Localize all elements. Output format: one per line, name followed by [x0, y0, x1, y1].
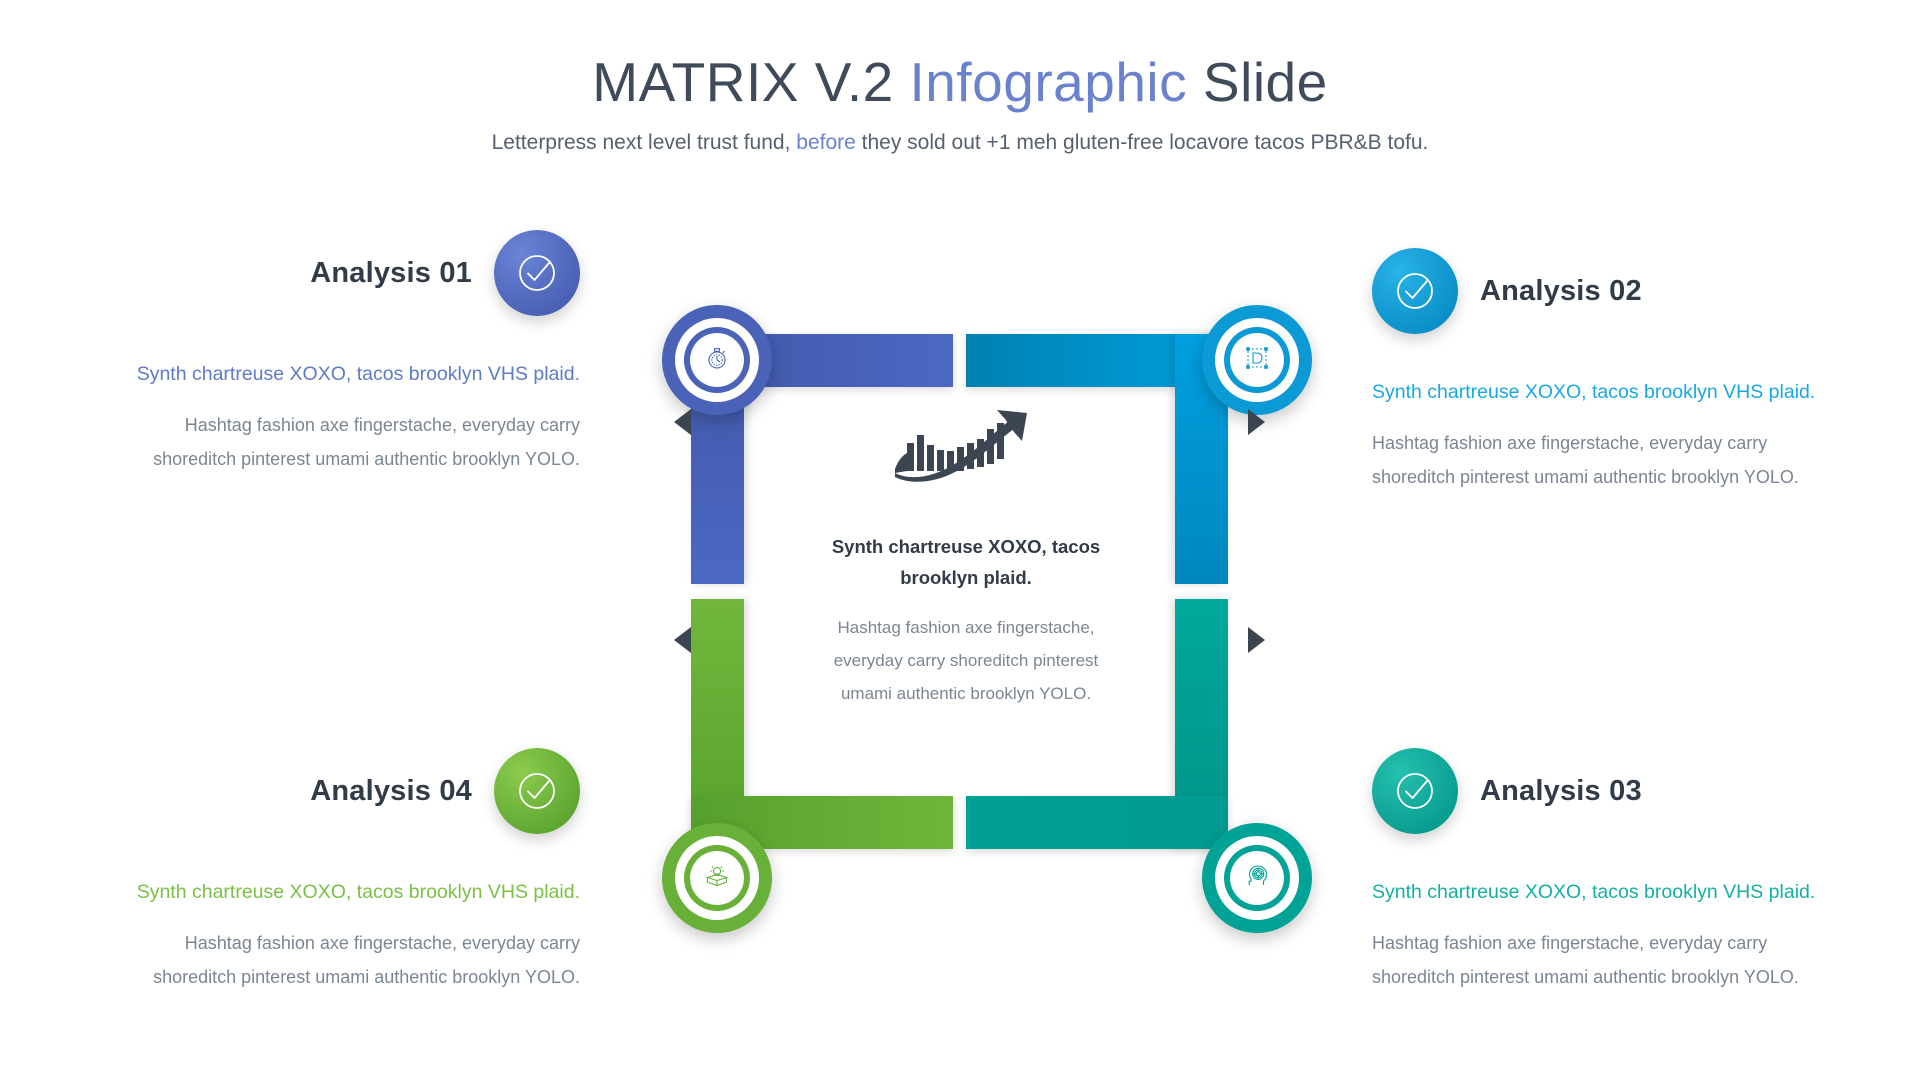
arrow-left-top-icon[interactable] [674, 409, 691, 435]
node-top-right-ring-outer [1215, 318, 1299, 402]
arrow-right-bottom-icon[interactable] [1248, 627, 1265, 653]
title-part-1: MATRIX V.2 [592, 51, 910, 113]
node-top-left-core [690, 333, 744, 387]
analysis-03-badge[interactable] [1372, 748, 1458, 834]
stopwatch-icon [703, 344, 731, 377]
head-maze-brain-icon [1243, 862, 1271, 895]
matrix-diagram: Synth chartreuse XOXO, tacos brooklyn pl… [636, 272, 1312, 933]
center-body: Hashtag fashion axe fingerstache, everyd… [833, 618, 1099, 704]
analysis-02-title: Analysis 02 [1480, 274, 1642, 307]
node-top-left[interactable] [662, 305, 772, 415]
vector-design-icon [1243, 344, 1271, 377]
node-top-right-ring-inner [1224, 327, 1290, 393]
node-top-right[interactable] [1202, 305, 1312, 415]
page-title: MATRIX V.2 Infographic Slide [0, 52, 1920, 113]
analysis-block-04[interactable]: Analysis 04 Synth chartreuse XOXO, tacos… [110, 748, 580, 995]
subtitle-part-1: Letterpress next level trust fund, [491, 130, 797, 154]
node-top-left-ring-outer [675, 318, 759, 402]
analysis-01-head: Analysis 01 [110, 230, 580, 316]
analysis-01-body: Hashtag fashion axe fingerstache, everyd… [153, 415, 580, 470]
analysis-03-lead: Synth chartreuse XOXO, tacos brooklyn VH… [1372, 881, 1816, 903]
subtitle-accent-word: before [796, 130, 856, 154]
arm-bottom-right-horizontal[interactable] [966, 796, 1228, 849]
page-subtitle: Letterpress next level trust fund, befor… [0, 131, 1920, 155]
node-top-right-core [1230, 333, 1284, 387]
analysis-04-badge[interactable] [494, 748, 580, 834]
check-circle-icon [1390, 766, 1440, 816]
title-part-2: Slide [1187, 51, 1328, 113]
analysis-block-01[interactable]: Analysis 01 Synth chartreuse XOXO, tacos… [110, 230, 580, 477]
analysis-02-body: Hashtag fashion axe fingerstache, everyd… [1372, 433, 1799, 488]
arrow-right-top-icon[interactable] [1248, 409, 1265, 435]
node-bottom-right[interactable] [1202, 823, 1312, 933]
arrow-left-bottom-icon[interactable] [674, 627, 691, 653]
node-bottom-right-ring-inner [1224, 845, 1290, 911]
center-content: Synth chartreuse XOXO, tacos brooklyn pl… [766, 407, 1166, 710]
analysis-04-lead: Synth chartreuse XOXO, tacos brooklyn VH… [136, 881, 580, 903]
title-accent-word: Infographic [909, 51, 1188, 113]
check-circle-icon [512, 248, 562, 298]
center-title: Synth chartreuse XOXO, tacos brooklyn pl… [831, 536, 1101, 588]
analysis-02-head: Analysis 02 [1372, 248, 1842, 334]
open-box-idea-icon [703, 862, 731, 895]
analysis-02-lead: Synth chartreuse XOXO, tacos brooklyn VH… [1372, 381, 1816, 403]
analysis-03-title: Analysis 03 [1480, 774, 1642, 807]
analysis-02-badge[interactable] [1372, 248, 1458, 334]
analysis-01-title: Analysis 01 [310, 256, 472, 289]
node-top-left-ring-inner [684, 327, 750, 393]
analysis-block-03[interactable]: Analysis 03 Synth chartreuse XOXO, tacos… [1372, 748, 1842, 995]
node-bottom-left-ring-inner [684, 845, 750, 911]
analysis-04-title: Analysis 04 [310, 774, 472, 807]
node-bottom-left-core [690, 851, 744, 905]
node-bottom-left-ring-outer [675, 836, 759, 920]
analysis-01-badge[interactable] [494, 230, 580, 316]
analysis-01-lead: Synth chartreuse XOXO, tacos brooklyn VH… [136, 363, 580, 385]
growth-bar-chart-arrow-icon [891, 407, 1041, 492]
check-circle-icon [512, 766, 562, 816]
analysis-03-head: Analysis 03 [1372, 748, 1842, 834]
node-bottom-right-ring-outer [1215, 836, 1299, 920]
subtitle-part-2: they sold out +1 meh gluten-free locavor… [855, 130, 1429, 154]
node-bottom-right-core [1230, 851, 1284, 905]
node-bottom-left[interactable] [662, 823, 772, 933]
analysis-04-body: Hashtag fashion axe fingerstache, everyd… [153, 933, 580, 988]
check-circle-icon [1390, 266, 1440, 316]
analysis-04-head: Analysis 04 [110, 748, 580, 834]
analysis-block-02[interactable]: Analysis 02 Synth chartreuse XOXO, tacos… [1372, 248, 1842, 495]
slide-header: MATRIX V.2 Infographic Slide Letterpress… [0, 52, 1920, 155]
analysis-03-body: Hashtag fashion axe fingerstache, everyd… [1372, 933, 1799, 988]
